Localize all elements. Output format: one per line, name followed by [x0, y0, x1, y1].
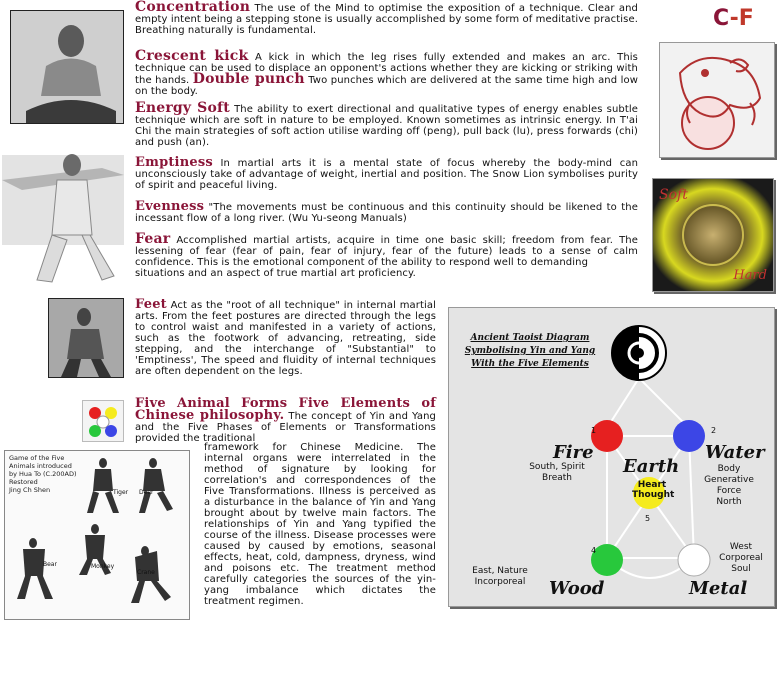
meditation-photo	[10, 10, 124, 124]
entry-feet: Feet Act as the "root of all technique" …	[135, 297, 436, 377]
taoist-diagram: Ancient Taoist Diagram Symbolising Yin a…	[448, 307, 775, 607]
snow-lion-icon	[678, 57, 762, 150]
term-fear: Fear	[135, 231, 171, 247]
term-concentration: Concentration	[135, 0, 251, 15]
fire-label: Fire	[553, 442, 594, 463]
definition-feet: Act as the "root of all technique" in in…	[135, 300, 436, 377]
term-energy-soft: Energy Soft	[135, 100, 230, 116]
entry-concentration: Concentration The use of the Mind to opt…	[135, 0, 638, 36]
earth-label: Earth	[623, 456, 680, 477]
term-feet: Feet	[135, 297, 167, 312]
heart-thought-label: Heart Thought	[632, 480, 675, 500]
fire-number: 1	[591, 426, 597, 435]
hard-label: Hard	[733, 268, 767, 283]
definition-emptiness: In martial arts it is a mental state of …	[135, 158, 639, 191]
definition-energy-soft: The ability to exert directional and qua…	[135, 104, 638, 148]
water-description: Body Generative Force North	[704, 464, 754, 507]
definition-crescent-kick: A kick in which the leg rises fully exte…	[135, 52, 638, 86]
soft-label: Soft	[659, 187, 688, 203]
term-double-punch: Double punch	[192, 71, 305, 87]
animal-label-tiger: Tiger	[113, 489, 129, 496]
wood-label: Wood	[549, 578, 605, 599]
soft-hard-image: Soft Hard	[652, 178, 774, 292]
snow-lion-image	[659, 42, 775, 158]
animal-label-monkey: Monkey	[91, 563, 115, 570]
yin-yang-symbol	[611, 325, 667, 381]
term-five-elements: Five Animal Forms Five Elements of Chine…	[135, 396, 436, 423]
animal-label-crane: Crane	[137, 569, 155, 576]
entry-crescent-kick: Crescent kick A kick in which the leg ri…	[135, 48, 639, 97]
fire-node	[591, 420, 623, 452]
wood-node	[591, 544, 623, 576]
water-number: 2	[711, 426, 717, 435]
definition-evenness: "The movements must be continuous and th…	[135, 202, 638, 224]
badge-letter-f: F	[738, 6, 754, 31]
entry-energy-soft: Energy Soft The ability to exert directi…	[135, 100, 638, 148]
diagram-lines	[591, 325, 711, 579]
water-node	[673, 420, 705, 452]
term-evenness: Evenness	[135, 199, 205, 214]
term-emptiness: Emptiness	[135, 155, 213, 170]
wood-description: East, Nature Incorporeal	[472, 566, 528, 587]
animal-label-bear: Bear	[43, 561, 57, 568]
entry-emptiness: Emptiness In martial arts it is a mental…	[135, 155, 639, 191]
animal-chart-caption: Game of the Five Animals introduced by H…	[9, 454, 77, 494]
definition-double-punch: Two punches which are delivered at the s…	[135, 75, 639, 97]
earth-node	[633, 477, 665, 509]
soft-hard-icon	[653, 179, 773, 291]
definition-fear-continued: situations and an aspect of true martial…	[135, 268, 416, 279]
section-badge: C-F	[713, 6, 754, 31]
five-elements-icon	[82, 400, 124, 442]
wood-number: 4	[591, 546, 597, 555]
fire-description: South, Spirit Breath	[529, 462, 585, 483]
definition-five-elements: The concept of Yin and Yang and the Five…	[135, 411, 436, 444]
definition-five-elements-continued: framework for Chinese Medicine. The inte…	[204, 442, 436, 607]
definition-fear: Accomplished martial artists, acquire in…	[135, 235, 638, 268]
badge-letter-c: C	[713, 6, 730, 31]
animal-label-deer: Deer	[139, 489, 154, 496]
badge-dash: -	[729, 6, 739, 31]
definition-concentration: The use of the Mind to optimise the expo…	[135, 3, 638, 36]
metal-description: West Corporeal Soul	[719, 542, 763, 574]
feet-photo	[48, 298, 124, 378]
meditation-figure-icon	[11, 11, 123, 123]
entry-five-elements: Five Animal Forms Five Elements of Chine…	[135, 396, 436, 444]
water-label: Water	[705, 442, 765, 463]
tai-chi-motion-photo	[2, 140, 124, 288]
metal-node	[677, 543, 711, 577]
entry-evenness: Evenness "The movements must be continuo…	[135, 199, 638, 224]
diagram-title: Ancient Taoist Diagram Symbolising Yin a…	[464, 333, 596, 369]
entry-fear: Fear Accomplished martial artists, acqui…	[135, 231, 638, 279]
motion-figure-icon	[2, 140, 124, 288]
practitioner-icon	[49, 299, 123, 377]
entry-five-elements-continued: framework for Chinese Medicine. The inte…	[204, 442, 436, 607]
animal-figures-icon	[17, 458, 173, 603]
earth-number: 5	[645, 514, 651, 523]
five-animals-chart: Game of the Five Animals introduced by H…	[4, 450, 190, 620]
metal-label: Metal	[689, 578, 748, 599]
term-crescent-kick: Crescent kick	[135, 48, 249, 64]
